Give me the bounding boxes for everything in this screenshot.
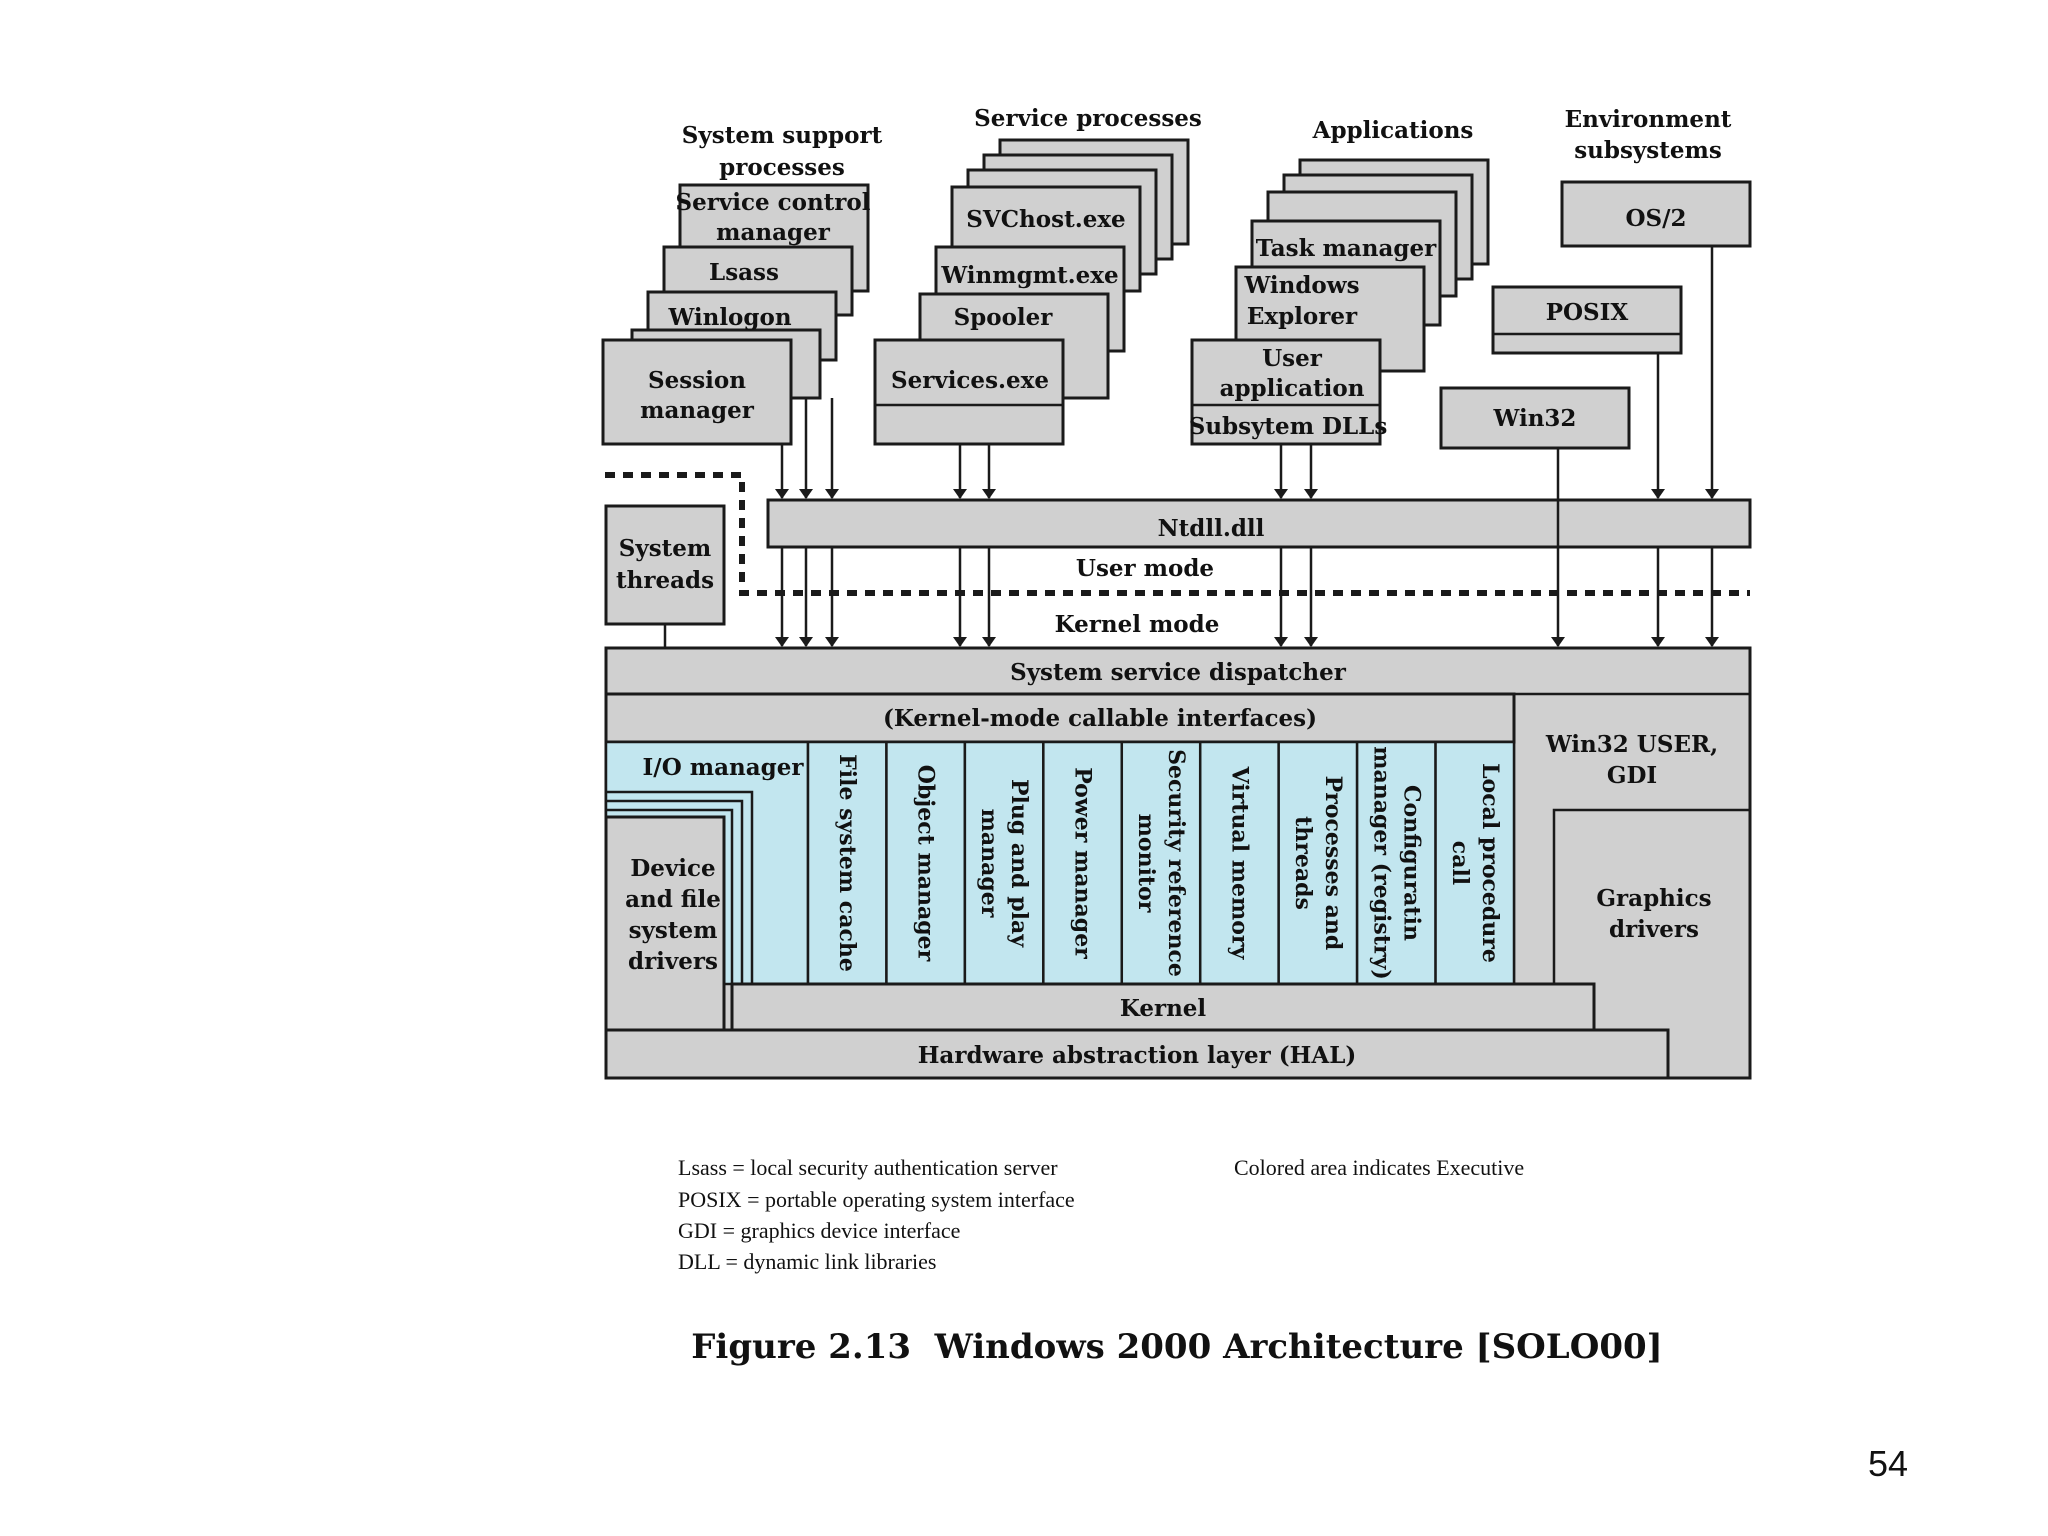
service-control-label-2: manager — [716, 219, 831, 246]
legend-line-3: GDI = graphics device interface — [678, 1218, 960, 1243]
subsystem-dlls-label: Subsytem DLLs — [1189, 413, 1388, 440]
figure-caption: Figure 2.13 Windows 2000 Architecture [S… — [691, 1327, 1662, 1367]
executive-component-box — [963, 740, 1045, 986]
hal-label: Hardware abstraction layer (HAL) — [918, 1042, 1357, 1069]
executive-component-box — [1277, 740, 1359, 986]
executive-component-label: Processes and — [1320, 776, 1346, 951]
device-drivers-label-1: Device — [630, 855, 715, 882]
executive-component-label: monitor — [1133, 814, 1159, 913]
header-system-support-2: processes — [719, 154, 845, 181]
svchost-label: SVChost.exe — [966, 206, 1125, 233]
legend-line-2: POSIX = portable operating system interf… — [678, 1187, 1075, 1212]
header-system-support-1: System support — [682, 122, 883, 149]
executive-components: File system cache Object manager Plug and … — [806, 740, 1516, 986]
legend-line-4: DLL = dynamic link libraries — [678, 1249, 936, 1274]
executive-component-label: Configuratin — [1398, 785, 1424, 941]
device-drivers-label-2: and file — [625, 886, 721, 913]
header-environment-2: subsystems — [1574, 137, 1722, 164]
executive-component-box — [1434, 740, 1516, 986]
user-kernel-boundary — [605, 472, 1750, 596]
executive-component-label: File system cache — [834, 754, 860, 972]
graphics-drivers-label-1: Graphics — [1596, 885, 1711, 912]
system-support-stack — [601, 183, 870, 446]
os2-box — [1560, 180, 1752, 248]
device-drivers-label-4: drivers — [628, 948, 718, 975]
service-control-label-1: Service control — [676, 189, 871, 216]
win32-box — [1439, 386, 1631, 450]
win32-label: Win32 — [1493, 405, 1577, 432]
user-application-label-2: application — [1220, 375, 1365, 402]
device-drivers-stack — [604, 790, 754, 1033]
winlogon-label: Winlogon — [667, 304, 791, 331]
executive-component-label: Object manager — [913, 765, 939, 962]
page-number: 54 — [1868, 1443, 1908, 1484]
winmgmt-label: Winmgmt.exe — [940, 262, 1118, 289]
ntdll-label: Ntdll.dll — [1158, 515, 1265, 542]
lsass-label: Lsass — [709, 259, 779, 286]
posix-box — [1491, 285, 1683, 355]
executive-component-label: call — [1447, 841, 1473, 885]
applications-stack — [1190, 158, 1490, 446]
kernel-mode-label: Kernel mode — [1055, 611, 1220, 638]
ntdll-box — [766, 498, 1752, 549]
executive-component-label: Power manager — [1070, 767, 1096, 959]
windows-explorer-label-1: Windows — [1243, 272, 1359, 299]
graphics-drivers-label-2: drivers — [1609, 916, 1699, 943]
session-manager-box — [601, 338, 793, 446]
io-manager-label: I/O manager — [643, 754, 805, 781]
hal-box — [604, 1028, 1670, 1080]
service-processes-stack — [873, 138, 1190, 446]
win32-user-gdi-label-1: Win32 USER, — [1545, 731, 1718, 758]
user-application-label-1: User — [1262, 345, 1323, 372]
executive-component-label: threads — [1290, 816, 1316, 910]
legend-line-1: Lsass = local security authentication se… — [678, 1155, 1058, 1180]
posix-label: POSIX — [1546, 299, 1629, 326]
executive-component-label: Virtual memory — [1226, 766, 1252, 961]
legend-colored-note: Colored area indicates Executive — [1234, 1155, 1524, 1180]
executive-component-label: manager — [976, 809, 1002, 918]
executive-component-label: Plug and play — [1006, 779, 1032, 948]
arrows-to-ntdll — [775, 246, 1719, 499]
executive-component-label: Local procedure — [1477, 763, 1503, 963]
session-manager-label-1: Session — [648, 367, 746, 394]
dispatcher-label: System service dispatcher — [1010, 659, 1347, 686]
executive-component-box — [1355, 740, 1437, 986]
windows-explorer-label-2: Explorer — [1247, 303, 1358, 330]
system-threads-label-2: threads — [616, 567, 714, 594]
header-environment-1: Environment — [1565, 106, 1732, 133]
callable-interfaces-box — [604, 692, 1516, 744]
task-manager-label: Task manager — [1256, 235, 1437, 262]
header-applications: Applications — [1312, 117, 1474, 144]
device-drivers-label-3: system — [629, 917, 718, 944]
win32-user-gdi-label-2: GDI — [1607, 762, 1657, 789]
executive-component-label: manager (registry) — [1368, 746, 1394, 979]
system-threads-box — [604, 504, 726, 626]
services-exe-box — [873, 338, 1065, 446]
arrows-to-dispatcher — [658, 448, 1719, 696]
callable-interfaces-label: (Kernel-mode callable interfaces) — [883, 705, 1317, 732]
os2-label: OS/2 — [1625, 205, 1686, 232]
spooler-label: Spooler — [954, 304, 1054, 331]
kernel-label: Kernel — [1120, 995, 1207, 1022]
session-manager-label-2: manager — [640, 397, 755, 424]
system-threads-label-1: System — [619, 535, 712, 562]
header-service-processes: Service processes — [974, 105, 1202, 132]
executive-component-label: Security reference — [1163, 749, 1189, 977]
services-exe-label: Services.exe — [891, 367, 1049, 394]
user-mode-label: User mode — [1076, 555, 1214, 582]
user-application-box — [1190, 338, 1382, 446]
